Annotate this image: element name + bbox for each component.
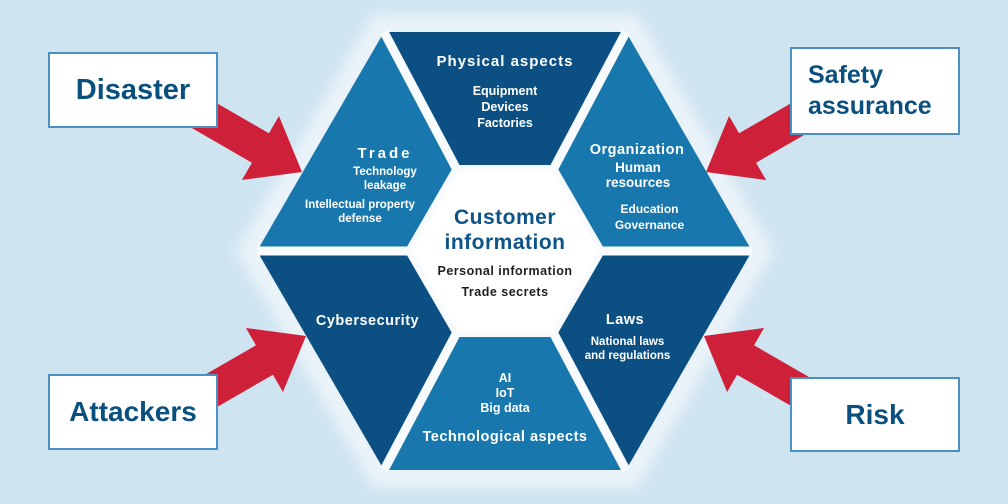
organization-title: Organization	[589, 142, 685, 158]
tech-item-iot: IoT	[495, 386, 515, 400]
laws-title: Laws	[605, 312, 645, 328]
organization-item-education: Education	[620, 202, 679, 216]
technological-aspects-title: Technological aspects	[422, 429, 588, 445]
physical-item-devices: Devices	[481, 100, 529, 114]
physical-aspects-title: Physical aspects	[436, 53, 574, 70]
label-box-disaster: Disaster	[48, 52, 218, 128]
label-box-attackers: Attackers	[48, 374, 218, 450]
segment-technological-aspects	[384, 334, 626, 470]
laws-item-national-laws: National laws and regulations	[584, 336, 671, 362]
tech-item-big-data: Big data	[480, 401, 530, 415]
organization-subtitle-human-resources: Human resources	[605, 160, 671, 190]
label-safety-assurance: Safety assurance	[808, 61, 932, 120]
label-attackers: Attackers	[69, 396, 197, 427]
segment-organization	[554, 32, 752, 251]
physical-item-factories: Factories	[477, 116, 533, 130]
physical-item-equipment: Equipment	[472, 84, 538, 98]
cybersecurity-title: Cybersecurity	[315, 313, 420, 329]
center-item-personal-information: Personal information	[437, 264, 573, 278]
center-item-trade-secrets: Trade secrets	[461, 285, 549, 299]
label-risk: Risk	[845, 398, 905, 430]
label-box-risk: Risk	[790, 377, 960, 452]
segment-gaps	[257, 29, 752, 473]
center-hexagon	[404, 165, 606, 337]
segment-physical-aspects	[384, 32, 626, 168]
tech-item-ai: AI	[498, 371, 512, 385]
segment-trade	[257, 32, 456, 251]
organization-item-governance: Governance	[614, 218, 685, 232]
label-box-safety-assurance: Safety assurance	[790, 47, 960, 135]
center-title-customer-information: Customer information	[444, 206, 566, 254]
label-disaster: Disaster	[75, 73, 191, 106]
segment-laws	[554, 251, 752, 470]
trade-item-ip-defense: Intellectual property defense	[305, 199, 415, 225]
trade-title: Trade	[357, 145, 413, 162]
segment-cybersecurity	[257, 251, 456, 470]
trade-item-technology-leakage: Technology leakage	[353, 166, 417, 192]
